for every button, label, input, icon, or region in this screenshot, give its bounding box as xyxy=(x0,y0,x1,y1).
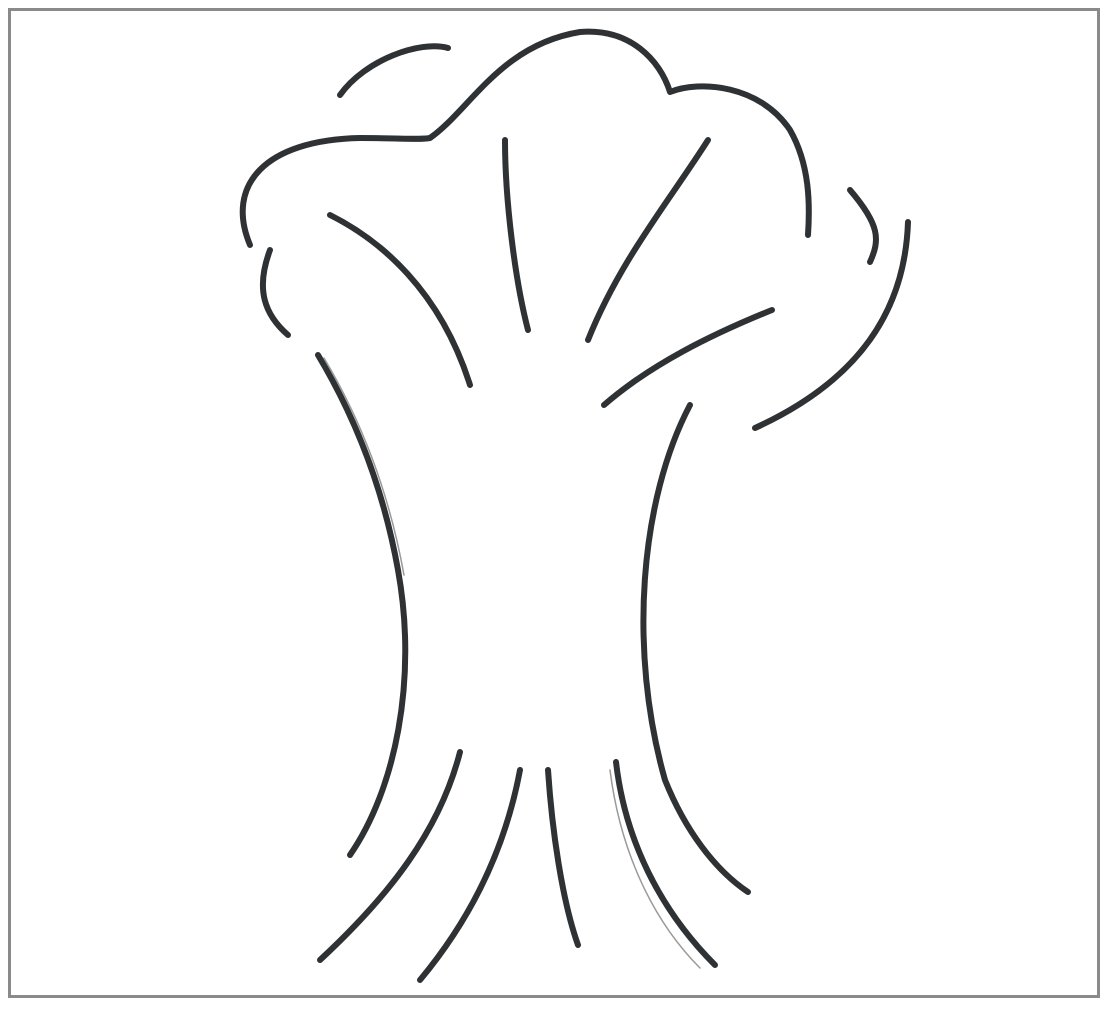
canopy-right-lower-stroke xyxy=(755,222,908,428)
branch-stroke-4 xyxy=(604,310,772,405)
canopy-top-left-stroke xyxy=(340,46,448,95)
canopy-outline-stroke xyxy=(243,32,809,245)
canopy-left-lobe-stroke xyxy=(263,250,288,335)
canopy-right-lobe-stroke xyxy=(850,190,876,262)
root-stroke-3 xyxy=(548,770,578,945)
branch-stroke-2 xyxy=(505,140,528,330)
root-stroke-4 xyxy=(616,762,715,965)
trunk-right-stroke xyxy=(643,405,748,892)
branch-stroke-3 xyxy=(588,140,708,340)
root-stroke-1 xyxy=(320,752,460,960)
trunk-left-stroke xyxy=(318,355,405,855)
branch-stroke-1 xyxy=(330,215,470,385)
root-stroke-2 xyxy=(420,770,520,980)
